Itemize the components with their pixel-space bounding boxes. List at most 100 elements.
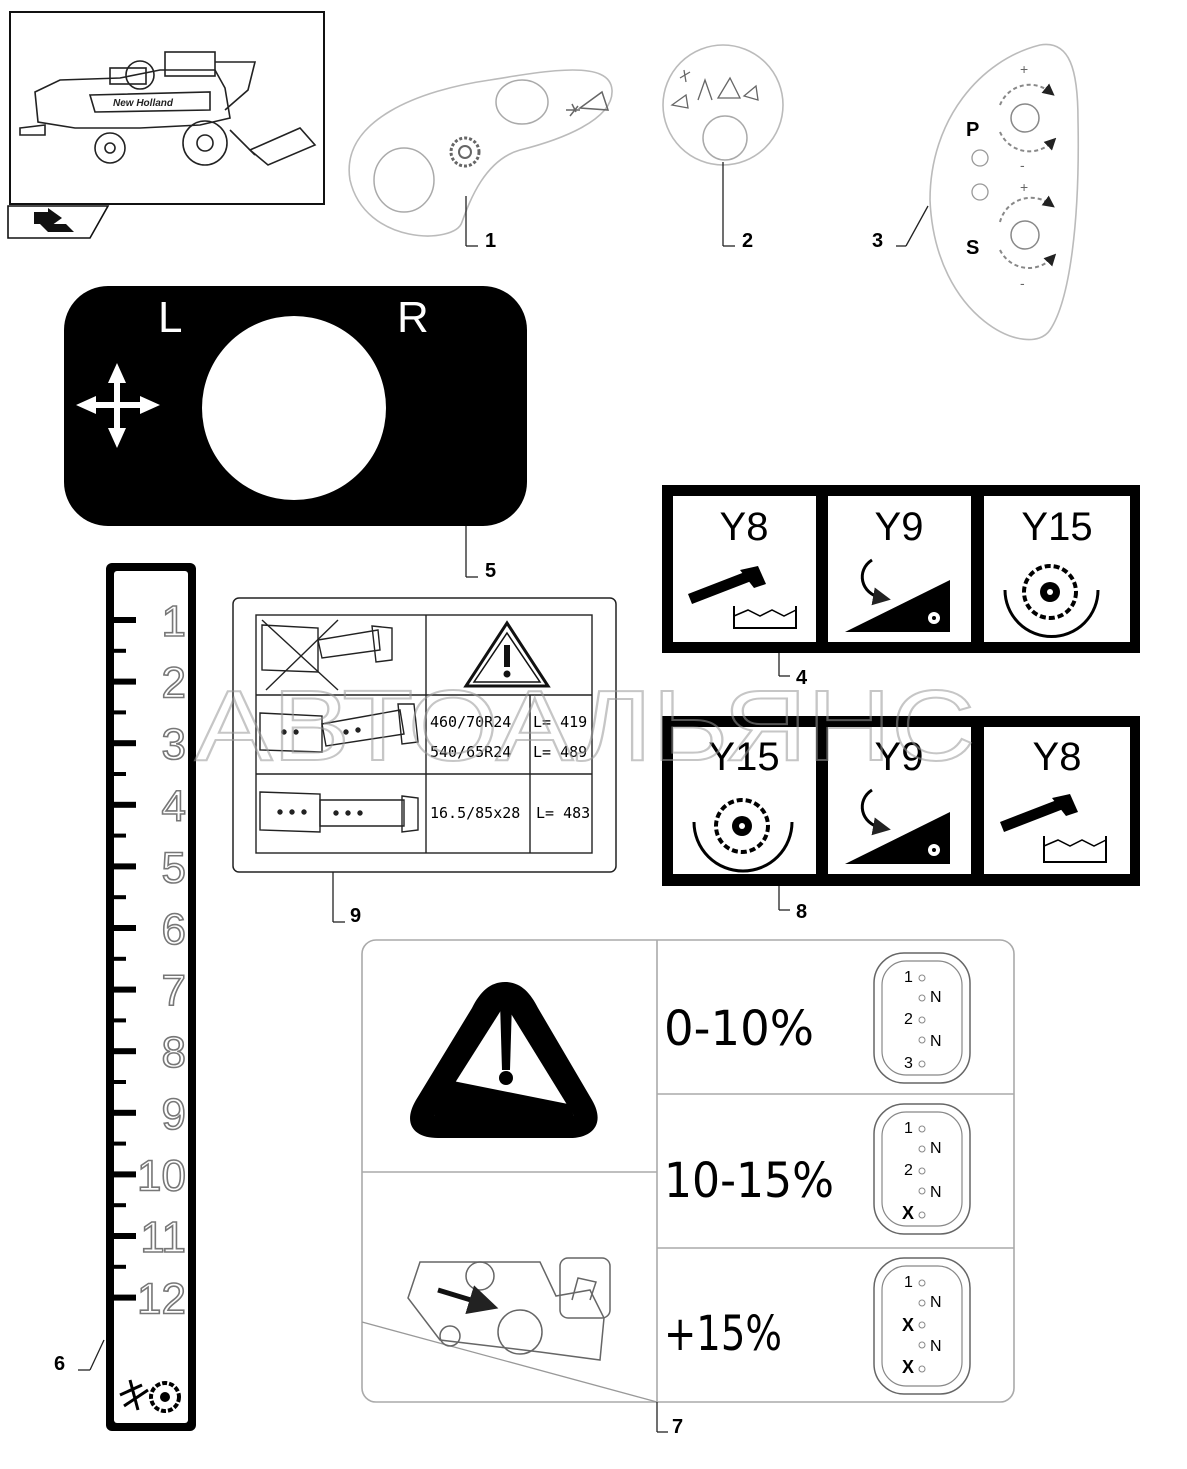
- decal-4-valve-label: Y8 Y9 Y15 4: [662, 485, 1140, 689]
- gear-x-label: X: [902, 1357, 914, 1377]
- scale-tick: [114, 801, 136, 808]
- scale-minor-tick: [114, 772, 126, 776]
- gear-2-label: 2: [904, 1162, 913, 1179]
- callout-5: 5: [485, 560, 496, 582]
- concave-slope-icon: [845, 558, 950, 632]
- combine-on-slope-icon: [407, 1257, 611, 1361]
- scale-label: 8: [162, 1028, 186, 1077]
- slope-15-plus: +15%: [664, 1306, 782, 1362]
- scale-label: 6: [162, 905, 186, 954]
- gear-n-label: N: [930, 989, 942, 1006]
- watermark-text: АВТОАЛЬЯНС: [195, 670, 975, 782]
- callout-6: 6: [54, 1353, 65, 1375]
- unloading-auger-icon: [1000, 794, 1107, 863]
- unloading-auger-icon: [688, 566, 797, 629]
- gear-x-label: X: [902, 1203, 914, 1223]
- decal-2-round-label: 2: [662, 44, 784, 252]
- scale-tick: [114, 863, 136, 870]
- flip-page-arrow-icon[interactable]: [34, 208, 74, 232]
- scale-tick: [114, 1294, 136, 1301]
- callout-3: 3: [872, 230, 883, 252]
- scale-label: 7: [162, 967, 186, 1016]
- scale-tick: [114, 1109, 136, 1116]
- scale-tick: [114, 1171, 136, 1178]
- axle-straight-icon: [259, 791, 419, 833]
- crop-type-icons: [670, 69, 759, 109]
- label-p: P: [966, 119, 979, 141]
- scale-tick: [114, 986, 136, 993]
- decal-3-pressure-speed-label: + - P + - S 3: [872, 43, 1080, 341]
- decal-8-valve-label: Y15 Y9 Y8 8: [662, 716, 1140, 923]
- scale-minor-tick: [114, 1264, 126, 1269]
- four-way-arrows-icon: [76, 363, 160, 448]
- scale-label: 3: [162, 720, 186, 769]
- scale-label: 9: [162, 1090, 186, 1139]
- gear-1-label: 1: [904, 1274, 913, 1291]
- label-s: S: [966, 237, 979, 259]
- gear-2-label: 2: [904, 1011, 913, 1028]
- gear-n-label: N: [930, 1294, 942, 1311]
- length-row-3: L= 483: [536, 804, 590, 822]
- callout-7: 7: [672, 1416, 683, 1438]
- callout-1: 1: [485, 230, 496, 252]
- decal-1-switch-panel: 1: [348, 69, 613, 252]
- thresher-drum-icon: [692, 798, 794, 873]
- concave-slope-icon: [845, 788, 950, 864]
- decal-9-tire-table: 460/70R24 L= 419 540/65R24 L= 489 16.5/8…: [232, 597, 617, 927]
- gear-selector-1: 1 N 2 N 3: [873, 952, 971, 1084]
- scale-label: 1: [162, 597, 186, 646]
- callout-4: 4: [796, 667, 808, 689]
- scale-minor-tick: [114, 710, 126, 715]
- slope-10-15: 10-15%: [664, 1153, 834, 1209]
- scale-tick: [114, 740, 136, 747]
- scale-minor-tick: [114, 956, 126, 961]
- gear-selector-3: 1 N X N X: [873, 1257, 971, 1395]
- callout-9: 9: [350, 905, 361, 927]
- gear-n-label: N: [930, 1184, 942, 1201]
- scale-label: 4: [162, 782, 186, 831]
- scale-tick: [114, 1233, 136, 1239]
- s-minus-label: -: [1020, 275, 1025, 291]
- scale-tick: [114, 617, 136, 623]
- cell8-y15: Y15: [708, 735, 779, 779]
- scale-minor-tick: [114, 1141, 126, 1146]
- gear-n-label: N: [930, 1140, 942, 1157]
- cell-y9: Y9: [875, 505, 924, 549]
- scale-minor-tick: [114, 1018, 126, 1023]
- decal-5-joystick-label: L R 5: [64, 286, 527, 582]
- s-plus-label: +: [1020, 179, 1028, 195]
- chopper-symbol-icon: [566, 90, 610, 117]
- scale-label: 11: [140, 1213, 186, 1262]
- thresher-symbol-icon: [119, 1379, 181, 1413]
- scale-minor-tick: [114, 1203, 126, 1208]
- scale-label: 12: [137, 1275, 186, 1324]
- cell8-y9: Y9: [875, 735, 924, 779]
- machine-brand-text: New Holland: [113, 98, 174, 109]
- gear-3-label: 3: [904, 1055, 913, 1072]
- warning-triangle-icon: [463, 620, 551, 688]
- slope-0-10: 0-10%: [664, 1001, 814, 1057]
- gear-x-label: X: [902, 1315, 914, 1335]
- callout-2: 2: [742, 230, 753, 252]
- gear-n-label: N: [930, 1338, 942, 1355]
- tire-row-3: 16.5/85x28: [430, 804, 520, 822]
- cell-y15: Y15: [1021, 505, 1092, 549]
- machine-thumbnail: New Holland: [7, 11, 325, 239]
- length-row-2: L= 489: [533, 743, 587, 761]
- callout-8: 8: [796, 901, 807, 923]
- scale-minor-tick: [114, 833, 126, 838]
- scale-minor-tick: [114, 1080, 126, 1084]
- gear-1-label: 1: [904, 1120, 913, 1137]
- gear-1-label: 1: [904, 969, 913, 986]
- scale-minor-tick: [114, 895, 126, 900]
- scale-tick: [114, 925, 136, 931]
- decal-7-slope-gear-label: 0-10% 10-15% +15% 1 N 2 N 3 1 N 2 N X: [361, 939, 1015, 1438]
- p-minus-label: -: [1020, 157, 1025, 173]
- combine-harvester-icon: [19, 51, 317, 166]
- axle-extension-icon: [259, 703, 419, 753]
- scale-label: 10: [137, 1151, 186, 1200]
- label-left: L: [158, 293, 182, 342]
